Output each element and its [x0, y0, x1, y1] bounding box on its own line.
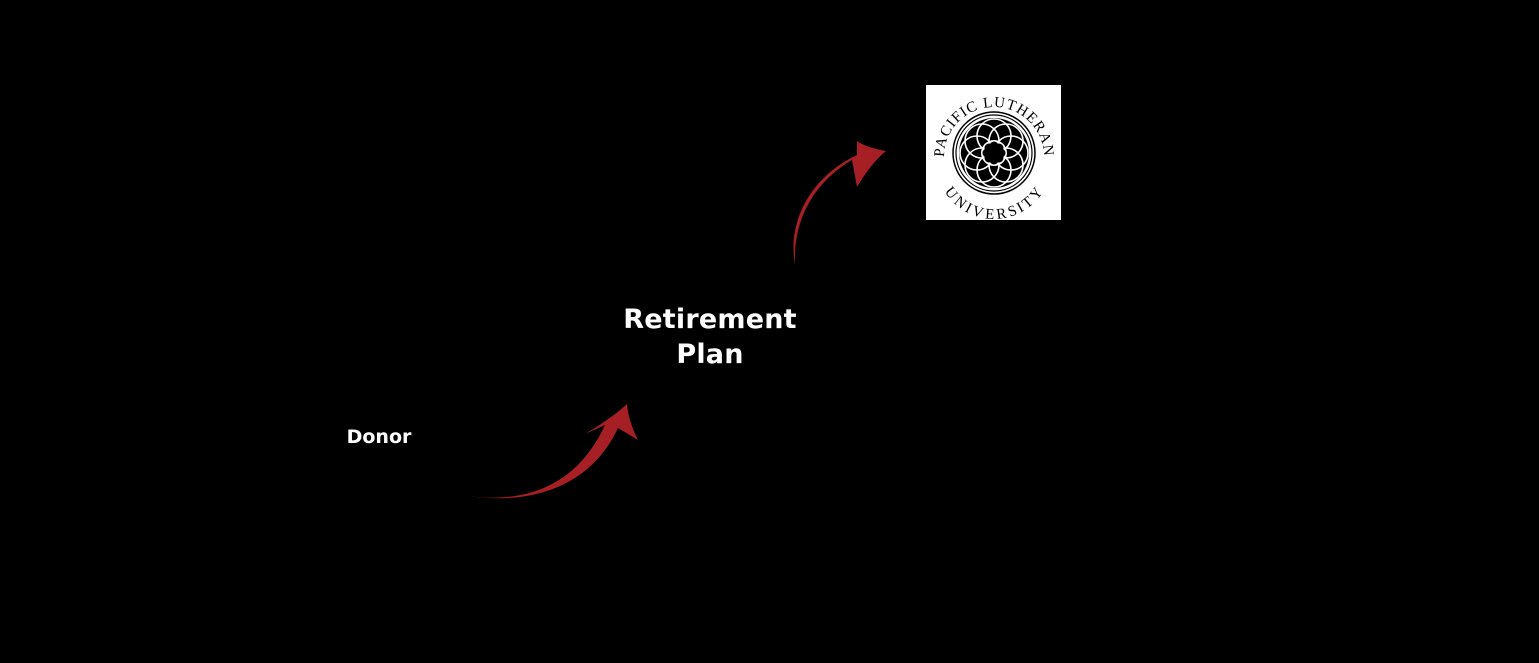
arrow-retirement-to-university-icon [793, 141, 886, 265]
retirement-plan-line-2: Plan [676, 339, 744, 370]
retirement-plan-line-1: Retirement [623, 304, 797, 335]
retirement-plan-label: Retirement Plan [612, 302, 808, 372]
rose-window-seal-icon: PACIFIC LUTHERAN UNIVERSITY [932, 95, 1055, 223]
svg-text:UNIVERSITY: UNIVERSITY [941, 184, 1046, 220]
arrow-donor-to-retirement-icon [468, 404, 638, 499]
pacific-lutheran-university-logo: PACIFIC LUTHERAN UNIVERSITY [926, 85, 1061, 223]
logo-bottom-text: UNIVERSITY [941, 184, 1045, 223]
donor-label: Donor [346, 426, 412, 448]
